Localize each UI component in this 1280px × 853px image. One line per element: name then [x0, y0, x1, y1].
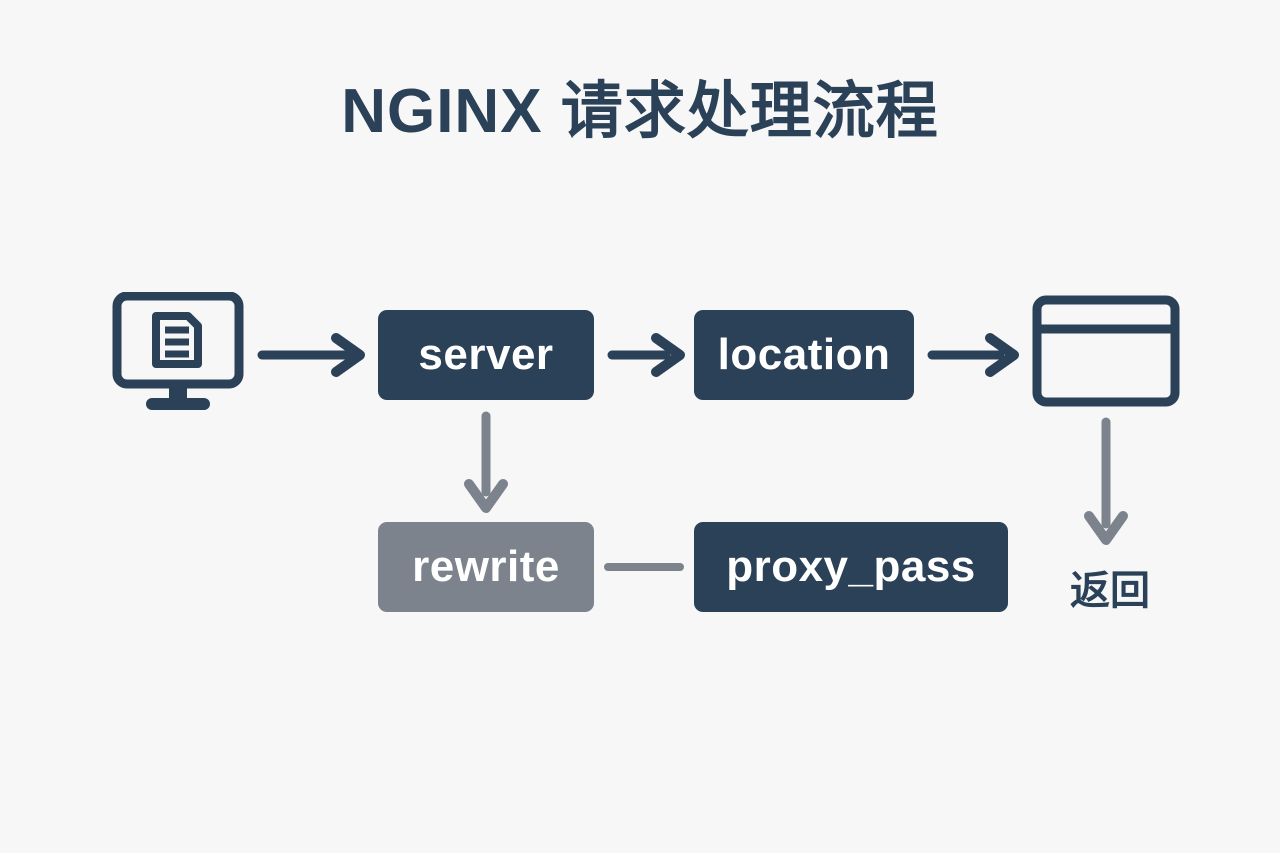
node-server-label: server	[418, 330, 554, 379]
node-location-label: location	[717, 330, 891, 379]
node-rewrite-label: rewrite	[412, 542, 560, 591]
node-location[interactable]: location	[694, 310, 914, 400]
edge-client-to-server	[257, 333, 365, 377]
node-proxy-pass-label: proxy_pass	[726, 542, 976, 591]
page-title: NGINX 请求处理流程	[341, 77, 939, 146]
monitor-document-icon	[112, 291, 244, 414]
edge-server-to-rewrite	[464, 411, 508, 513]
node-proxy-pass[interactable]: proxy_pass	[694, 522, 1008, 612]
browser-window-icon	[1032, 295, 1180, 407]
edge-server-to-location	[607, 333, 685, 377]
edge-browser-to-return	[1084, 417, 1128, 545]
node-rewrite[interactable]: rewrite	[378, 522, 594, 612]
return-label: 返回	[1070, 569, 1150, 613]
edge-location-to-browser	[927, 333, 1019, 377]
node-server[interactable]: server	[378, 310, 594, 400]
